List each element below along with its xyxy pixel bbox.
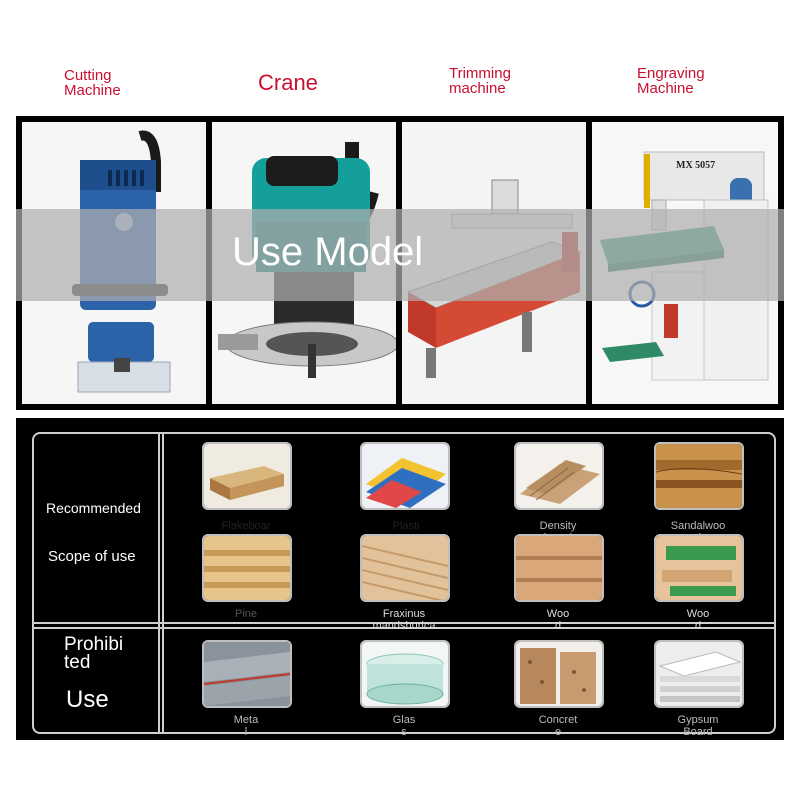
material-swatch-pine	[202, 534, 292, 602]
material-swatch-concrete	[514, 640, 604, 708]
recommended-label: Recommended	[46, 500, 141, 516]
material-swatch-fraxinus-mandshurica	[360, 534, 450, 602]
divider-horizontal	[34, 622, 774, 624]
divider-vertical-inner	[162, 434, 164, 732]
material-label-pine: Pine	[234, 608, 258, 620]
material-label-wood-1: Woo d	[546, 608, 570, 632]
material-swatch-density-board	[514, 442, 604, 510]
material-swatch-wood-1	[514, 534, 604, 602]
scope-of-use-label: Scope of use	[48, 548, 136, 565]
material-swatch-metal	[202, 640, 292, 708]
divider-vertical	[158, 434, 160, 732]
prohibited-label-line1: Prohibi	[64, 634, 124, 655]
category-label-engraving-machine: Engraving Machine	[637, 65, 705, 97]
category-label-cutting-machine: Cutting Machine	[64, 67, 121, 99]
materials-panel: Recommended Scope of use Prohibi ted Use…	[16, 418, 784, 740]
material-swatch-glass	[360, 640, 450, 708]
prohibited-label-line2: ted	[64, 652, 91, 673]
material-label-glass: Glas s	[392, 714, 416, 738]
use-model-title: Use Model	[232, 230, 424, 274]
engraver-model-label: MX 5057	[676, 160, 716, 171]
material-label-gypsum-board: Gypsum Board	[677, 714, 719, 738]
use-model-banner	[16, 209, 784, 301]
prohibited-use-label: Use	[66, 686, 109, 713]
material-swatch-sandalwood	[654, 442, 744, 510]
material-swatch-gypsum-board	[654, 640, 744, 708]
material-label-metal: Meta l	[233, 714, 259, 738]
material-label-wood-2: Woo d	[686, 608, 710, 632]
material-label-plastic: Plasti	[392, 520, 420, 532]
material-swatch-plastic	[360, 442, 450, 510]
category-label-crane: Crane	[258, 70, 318, 95]
material-swatch-flakeboard	[202, 442, 292, 510]
materials-frame	[32, 432, 776, 734]
material-label-fraxinus-mandshurica: Fraxinus mandshurica	[372, 608, 436, 632]
material-label-concrete: Concret e	[538, 714, 578, 738]
divider-horizontal-inner	[34, 627, 774, 629]
category-label-trimming-machine: Trimming machine	[449, 65, 511, 97]
material-swatch-wood-2	[654, 534, 744, 602]
